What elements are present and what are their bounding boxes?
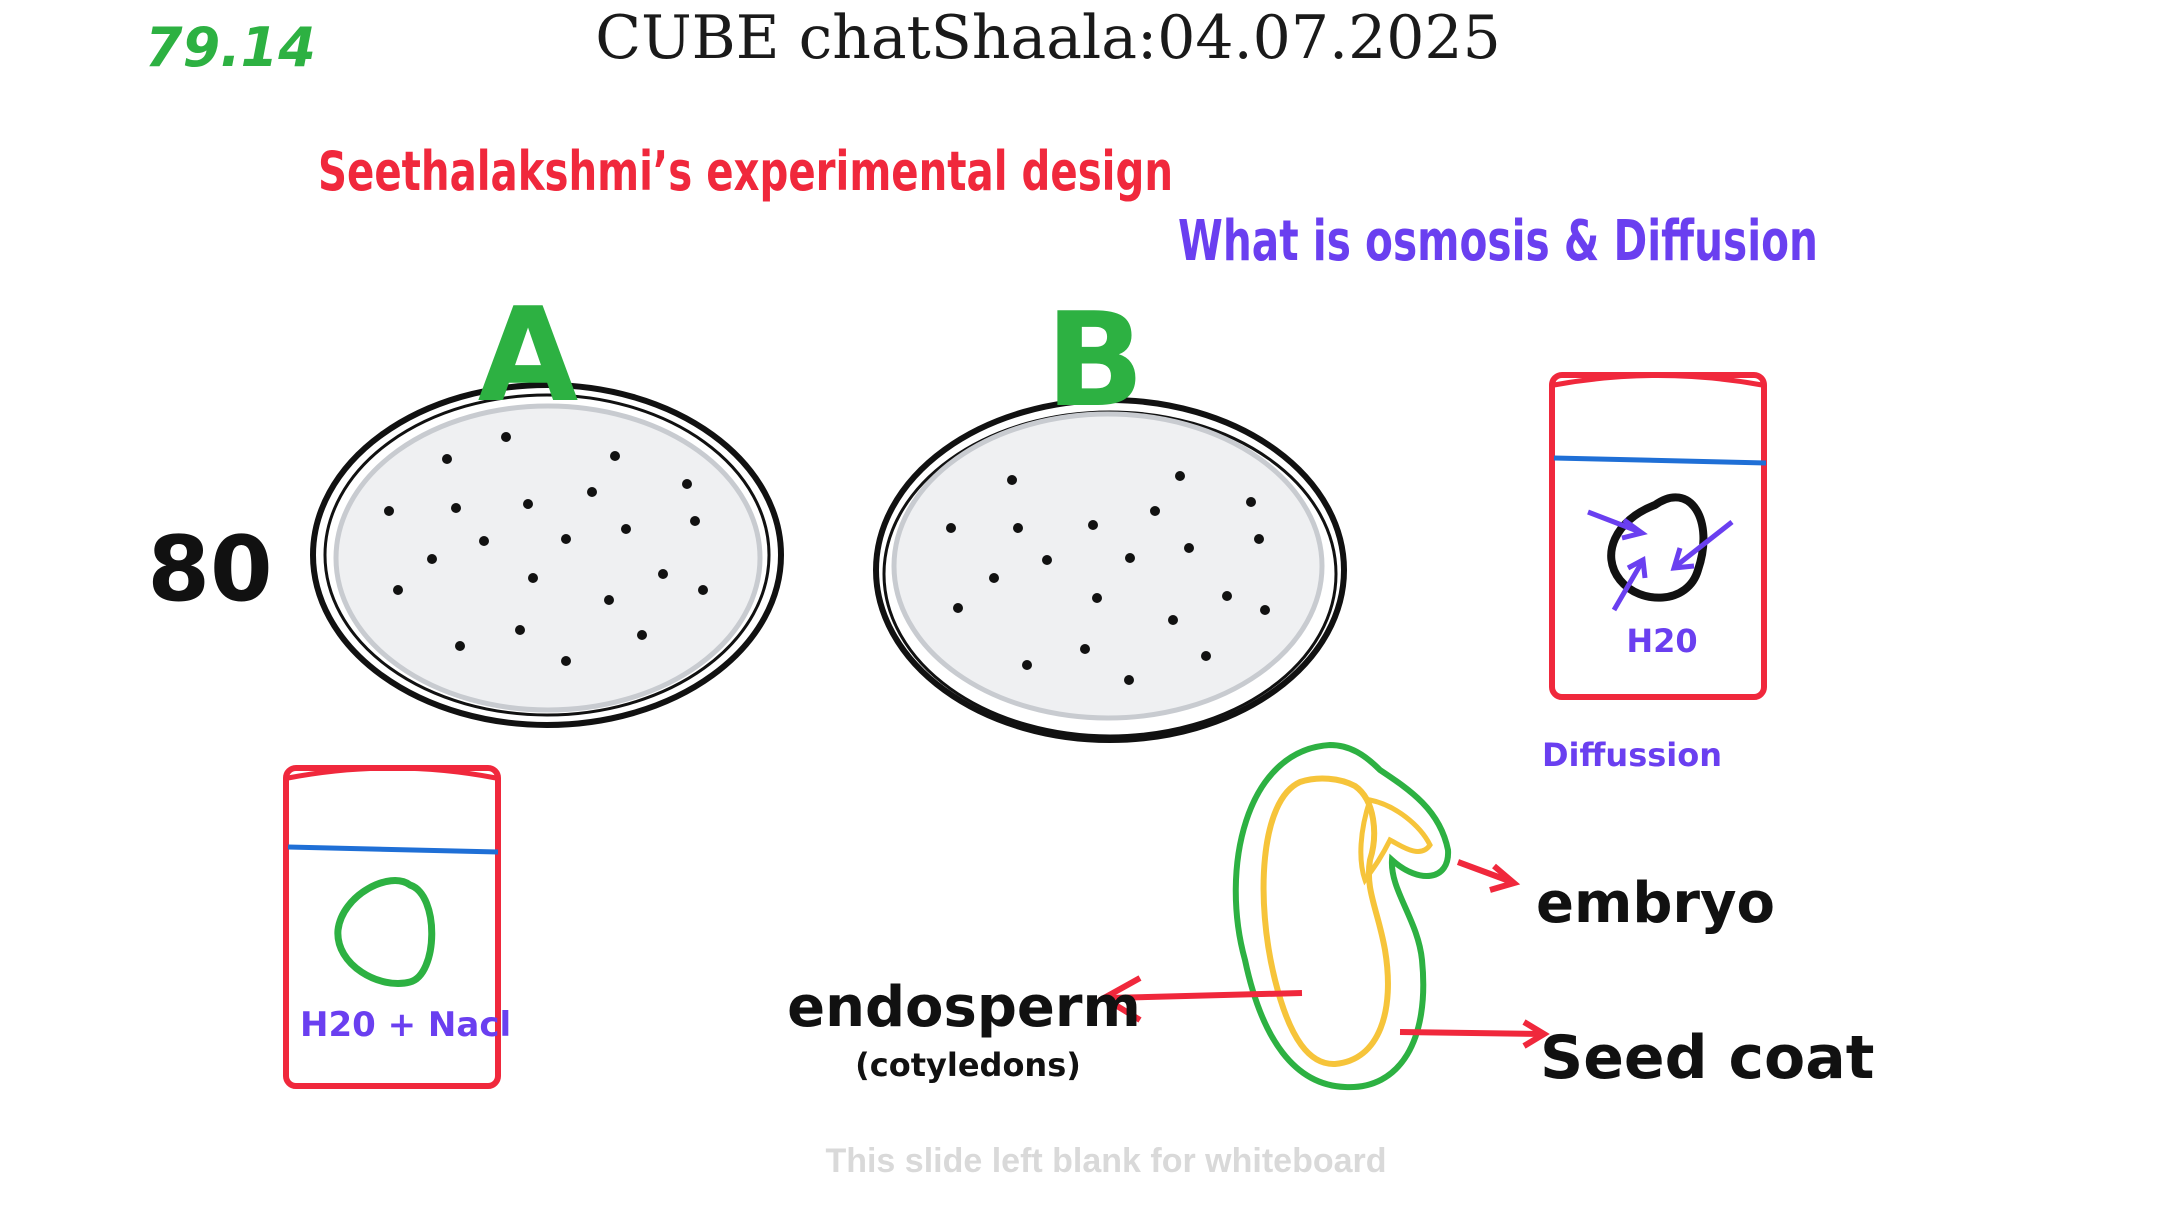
embryo-label: embryo [1536, 871, 1775, 936]
seed-dot [528, 573, 538, 583]
embryo-outline [1358, 797, 1433, 886]
endosperm-arrow [1107, 990, 1303, 1001]
left-beaker-label: H20 + Nacl [300, 1005, 511, 1045]
seed-dot [442, 454, 452, 464]
corner-number: 79.14 [145, 16, 316, 79]
seed-dot [1022, 660, 1032, 670]
seed-dot [451, 503, 461, 513]
diffusion-arrows [1587, 509, 1734, 612]
seed-dot [637, 630, 647, 640]
seed-dot [1150, 506, 1160, 516]
seed-dot [698, 585, 708, 595]
seed-dot [1168, 615, 1178, 625]
seed-dot [1124, 675, 1134, 685]
seed-dot [1201, 651, 1211, 661]
petri-dish-b [873, 397, 1347, 743]
page-title: CUBE chatShaala:04.07.2025 [595, 3, 1501, 73]
seed-dot [1088, 520, 1098, 530]
seed-dot [1007, 475, 1017, 485]
seed-dot [1080, 644, 1090, 654]
seed-coat-arrowhead [1522, 1019, 1550, 1049]
seed-dot [587, 487, 597, 497]
seed-coat-label: Seed coat [1540, 1023, 1874, 1093]
seed-dot [479, 536, 489, 546]
seed-dot [610, 451, 620, 461]
dish-b-label: B [1045, 284, 1144, 436]
experiment-heading: Seethalakshmi’s experimental design [318, 140, 1173, 203]
seed-dot [1184, 543, 1194, 553]
seed-dot [690, 516, 700, 526]
beaker-water [1549, 372, 1767, 700]
seed-dot [523, 499, 533, 509]
endosperm-outline [1260, 775, 1391, 1068]
seed-coat-arrow [1399, 1029, 1543, 1037]
seed-dot [1260, 605, 1270, 615]
seed-dot [561, 534, 571, 544]
seed-dot [501, 432, 511, 442]
seed-dot [384, 506, 394, 516]
seed-dot [1042, 555, 1052, 565]
footer-note: This slide left blank for whiteboard [825, 1142, 1386, 1180]
endosperm-label: endosperm [787, 975, 1141, 1040]
seed-dot [393, 585, 403, 595]
seed-dot [515, 625, 525, 635]
seed-diagram [1098, 741, 1550, 1091]
embryo-arrowhead [1489, 863, 1521, 893]
seed-dot [621, 524, 631, 534]
right-beaker-label: H20 [1626, 622, 1697, 660]
seeds-dish-b [946, 471, 1270, 685]
seed-coat-outline [1232, 741, 1452, 1091]
petri-dish-a [310, 382, 784, 728]
seed-dot [604, 595, 614, 605]
diffusion-caption: Diffussion [1542, 736, 1722, 774]
cotyledons-label: (cotyledons) [855, 1046, 1081, 1084]
seed-dot [1092, 593, 1102, 603]
seed-dot [953, 603, 963, 613]
seed-dot [1254, 534, 1264, 544]
seed-dot [989, 573, 999, 583]
seed-dot [682, 479, 692, 489]
question-heading: What is osmosis & Diffusion [1178, 209, 1818, 274]
seed-dot [1246, 497, 1256, 507]
beaker-salt-water [283, 765, 501, 1089]
seed-dot [455, 641, 465, 651]
seed-in-water [1607, 493, 1708, 602]
seed-count-label: 80 [147, 517, 272, 622]
seed-dot [1175, 471, 1185, 481]
embryo-arrow [1456, 859, 1514, 885]
seed-dot [1013, 523, 1023, 533]
seed-dot [427, 554, 437, 564]
dish-a-label: A [478, 279, 579, 431]
seed-dot [946, 523, 956, 533]
endosperm-arrowhead [1098, 975, 1142, 1023]
seeds-dish-a [384, 432, 708, 666]
seed-dot [658, 569, 668, 579]
seed-dot [1222, 591, 1232, 601]
seed-dot [1125, 553, 1135, 563]
seed-dot [561, 656, 571, 666]
seed-in-salt-water [334, 877, 436, 987]
